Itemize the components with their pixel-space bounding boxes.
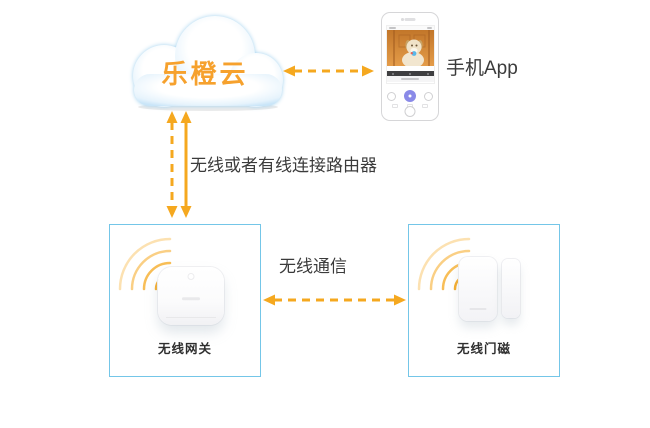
gateway-box: 无线网关 bbox=[109, 224, 261, 377]
router-connection-label: 无线或者有线连接路由器 bbox=[190, 156, 377, 175]
gateway-logo bbox=[182, 297, 200, 301]
cloud-service-label: 乐橙云 bbox=[161, 59, 249, 89]
video-control-bar bbox=[386, 71, 434, 76]
app-button-left bbox=[387, 91, 396, 101]
door-sensor-magnet bbox=[502, 259, 520, 318]
phone-camera-dot bbox=[401, 18, 404, 21]
gateway-label: 无线网关 bbox=[157, 342, 212, 356]
app-action-buttons bbox=[382, 90, 438, 102]
phone-screen bbox=[385, 25, 435, 84]
gateway-device bbox=[158, 267, 224, 325]
camera-video-thumbnail bbox=[386, 30, 434, 68]
wireless-communication-label: 无线通信 bbox=[279, 257, 347, 276]
door-sensor-logo bbox=[469, 307, 487, 310]
camera-name-bar bbox=[386, 76, 434, 82]
phone-speaker-bar bbox=[404, 18, 416, 21]
phone-status-bar bbox=[386, 26, 434, 30]
door-sensor-box: 无线门磁 bbox=[408, 224, 560, 377]
cloud-icon bbox=[120, 8, 290, 113]
wifi-signal-icon bbox=[118, 237, 172, 291]
phone-home-button bbox=[404, 106, 416, 117]
mobile-app-label: 手机App bbox=[446, 58, 518, 79]
app-button-center bbox=[404, 90, 416, 102]
smartphone-icon bbox=[381, 12, 439, 121]
door-sensor-body bbox=[459, 257, 497, 321]
gateway-led bbox=[187, 273, 195, 280]
app-button-right bbox=[424, 91, 433, 101]
door-sensor-label: 无线门磁 bbox=[456, 342, 511, 356]
